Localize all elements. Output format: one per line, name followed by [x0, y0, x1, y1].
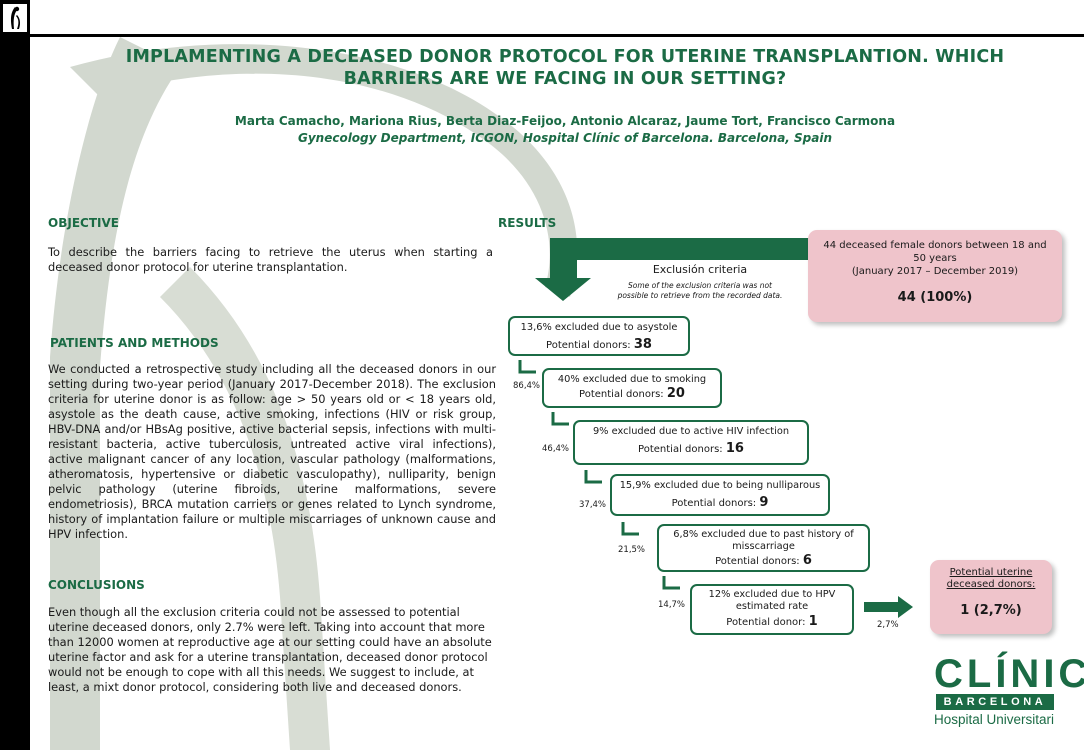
- remaining-percent: 86,4%: [513, 381, 541, 391]
- arrow-right-icon: [864, 596, 913, 618]
- clinic-logo-word: CLÍNIC: [934, 652, 1084, 696]
- initial-donors-box: 44 deceased female donors between 18 and…: [808, 230, 1062, 322]
- step-label: Potential donors:: [579, 389, 664, 400]
- step-count: 1: [808, 614, 818, 629]
- affiliation: Gynecology Department, ICGON, Hospital C…: [297, 131, 833, 145]
- step-box-hiv: 9% excluded due to active HIV infection …: [573, 420, 809, 465]
- step-desc: 40% excluded due to smoking: [557, 374, 707, 385]
- exclusion-criteria-title: Exclusión criteria: [652, 263, 748, 276]
- step-count: 9: [759, 495, 769, 510]
- step-desc: 15,9% excluded due to being nulliparous: [619, 480, 821, 491]
- initial-donors-line1: 44 deceased female donors between 18 and…: [823, 240, 1047, 264]
- step-desc: 12% excluded due to HPV estimated rate: [708, 589, 836, 612]
- step-label: Potential donors:: [671, 498, 757, 509]
- remaining-percent: 21,5%: [618, 545, 646, 555]
- elbow-arrow-icon: [518, 360, 536, 374]
- exclusion-criteria-note: Some of the exclusion criteria was not p…: [617, 281, 783, 300]
- left-black-bar: [0, 0, 30, 750]
- corner-logo-icon: [3, 4, 27, 32]
- step-count: 6: [802, 553, 812, 568]
- elbow-arrow-icon: [551, 412, 569, 426]
- remaining-percent: 14,7%: [658, 600, 686, 610]
- final-donors-box: Potential uterine deceased donors: 1 (2,…: [930, 560, 1052, 634]
- final-donors-count: 1 (2,7%): [960, 603, 1022, 618]
- step-box-nulliparous: 15,9% excluded due to being nulliparous …: [610, 474, 830, 516]
- step-count: 20: [666, 386, 685, 401]
- elbow-arrow-icon: [584, 470, 602, 484]
- remaining-percent: 37,4%: [579, 500, 607, 510]
- step-count: 16: [725, 441, 744, 456]
- elbow-arrow-icon: [662, 576, 680, 590]
- step-box-hpv: 12% excluded due to HPV estimated rate P…: [690, 584, 854, 635]
- final-donors-title: Potential uterine deceased donors:: [946, 567, 1036, 590]
- step-box-miscarriage: 6,8% excluded due to past history of mis…: [657, 524, 870, 572]
- conclusions-heading: CONCLUSIONS: [48, 578, 145, 592]
- initial-donors-line2: (January 2017 – December 2019): [851, 266, 1019, 277]
- objective-heading: OBJECTIVE: [48, 216, 119, 230]
- remaining-percent: 46,4%: [542, 444, 570, 454]
- objective-text: To describe the barriers facing to retri…: [48, 245, 493, 274]
- authors: Marta Camacho, Mariona Rius, Berta Diaz-…: [234, 114, 896, 128]
- conclusions-text: Even though all the exclusion criteria c…: [48, 605, 492, 694]
- clinic-logo-city: BARCELONA: [936, 694, 1054, 710]
- step-desc: 13,6% excluded due to asystole: [520, 322, 678, 333]
- background-watermark: [50, 37, 578, 750]
- step-label: Potential donors:: [715, 556, 800, 567]
- initial-donors-count: 44 (100%): [897, 290, 973, 305]
- clinic-logo-hospital: Hospital Universitari: [934, 712, 1055, 727]
- elbow-arrow-icon: [621, 522, 639, 536]
- step-box-asystole: 13,6% excluded due to asystole Potential…: [508, 316, 690, 356]
- remaining-percent: 2,7%: [877, 620, 899, 630]
- flow-entry-arrow-icon: [535, 238, 810, 301]
- step-count: 38: [633, 337, 652, 352]
- step-box-smoking: 40% excluded due to smoking Potential do…: [542, 368, 722, 408]
- poster-title: IMPLAMENTING A DECEASED DONOR PROTOCOL F…: [125, 47, 1005, 89]
- methods-heading: PATIENTS AND METHODS: [50, 336, 219, 350]
- step-label: Potential donors:: [638, 444, 723, 455]
- step-desc: 6,8% excluded due to past history of mis…: [673, 529, 854, 552]
- top-rule: [30, 34, 1084, 37]
- step-desc: 9% excluded due to active HIV infection: [592, 426, 790, 437]
- step-label: Potential donors:: [546, 340, 631, 351]
- results-heading: RESULTS: [498, 216, 557, 230]
- methods-text: We conducted a retrospective study inclu…: [48, 362, 496, 541]
- step-label: Potential donor:: [726, 617, 806, 628]
